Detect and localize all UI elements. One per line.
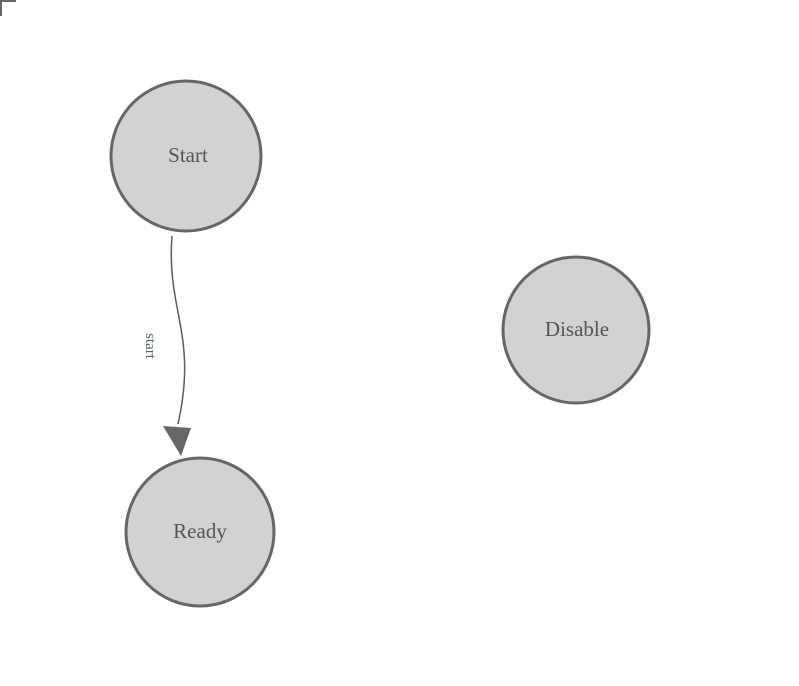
node-disable-circle[interactable]	[501, 255, 651, 405]
edge-arrowhead-icon	[163, 426, 191, 456]
node-ready-circle[interactable]	[124, 456, 276, 608]
node-start[interactable]: Start	[109, 79, 263, 233]
node-disable[interactable]: Disable	[501, 255, 651, 405]
edge-label[interactable]: start	[142, 333, 158, 360]
edge-line[interactable]	[170, 235, 186, 425]
node-ready[interactable]: Ready	[124, 456, 276, 608]
canvas-origin-corner-icon	[0, 0, 16, 16]
edge-start-to-ready[interactable]: start	[142, 235, 191, 456]
node-start-circle[interactable]	[109, 79, 263, 233]
